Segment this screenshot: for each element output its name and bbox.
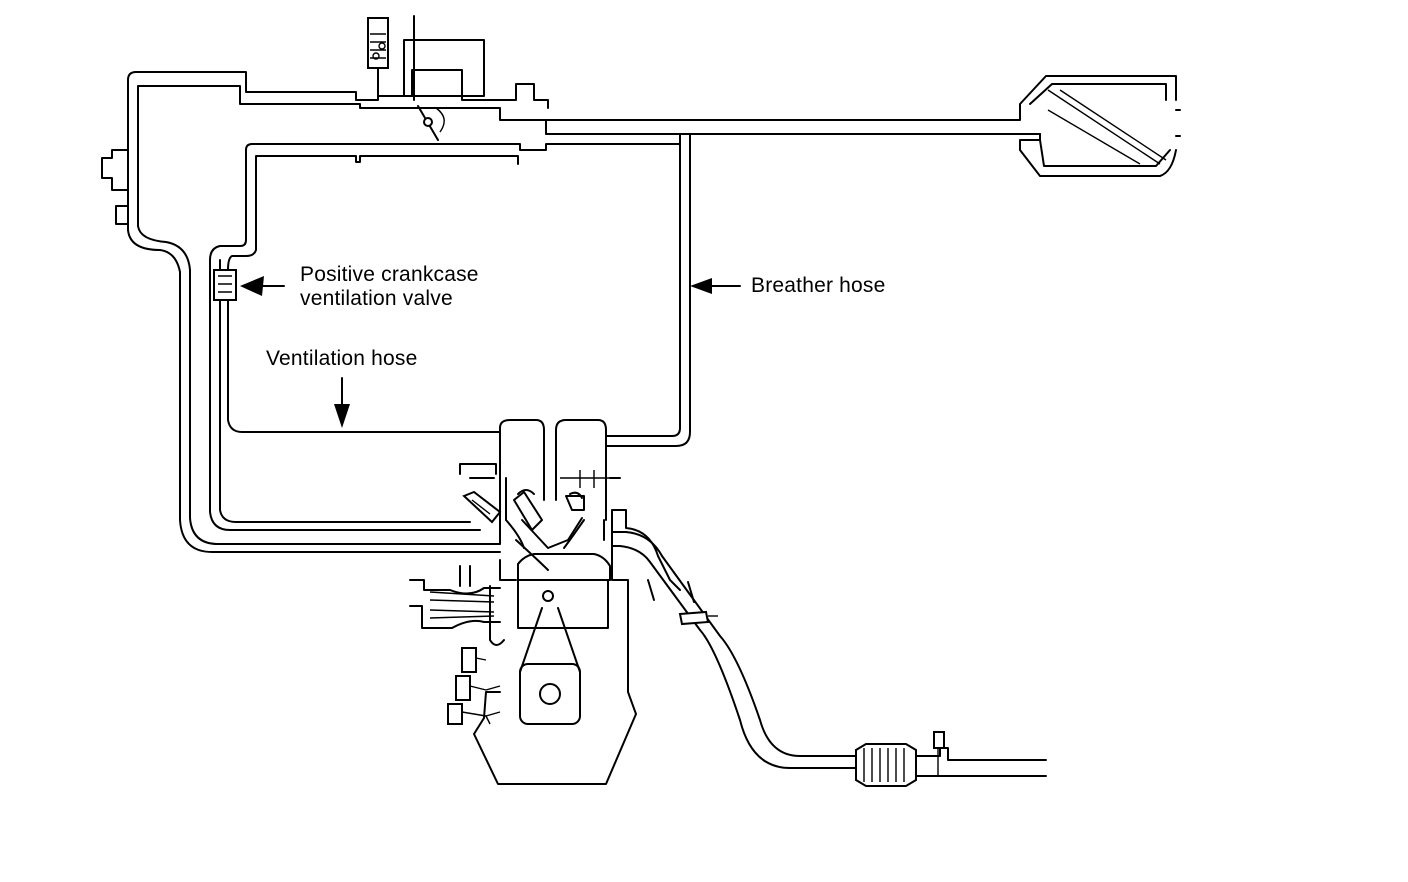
breather-hose [605,133,691,447]
pcv-valve-label-line1: Positive crankcase [300,263,479,286]
ventilation-hose-label: Ventilation hose [266,347,418,370]
pcv-valve-arrow [240,276,264,296]
ventilation-hose-arrow [334,404,350,428]
breather-hose-label: Breather hose [751,274,886,297]
pcv-valve-label: Positive crankcase ventilation valve [300,263,479,311]
pcv-valve [213,269,237,301]
air-cleaner [545,75,1181,177]
ventilation-hose [209,229,501,531]
intake-manifold [101,15,1041,553]
engine-block [409,419,681,785]
breather-hose-arrow [690,278,712,294]
exhaust-system [611,531,1047,787]
callout-arrows [240,276,741,428]
pcv-valve-label-line2: ventilation valve [300,287,453,310]
